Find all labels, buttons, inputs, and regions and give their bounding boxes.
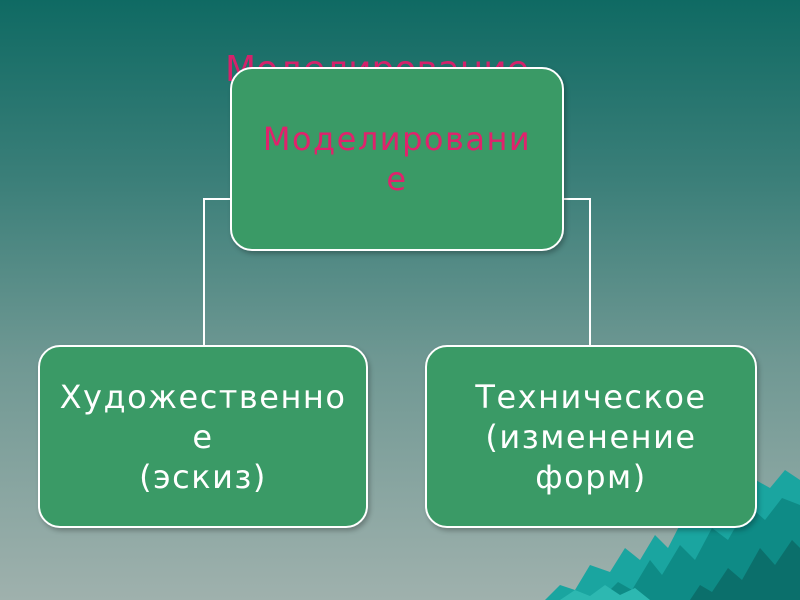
diagram-node-technical: Техническое (изменение форм) bbox=[425, 345, 757, 528]
diagram-node-root: Моделировани е bbox=[230, 67, 564, 251]
diagram-node-artistic: Художественно е (эскиз) bbox=[38, 345, 368, 528]
